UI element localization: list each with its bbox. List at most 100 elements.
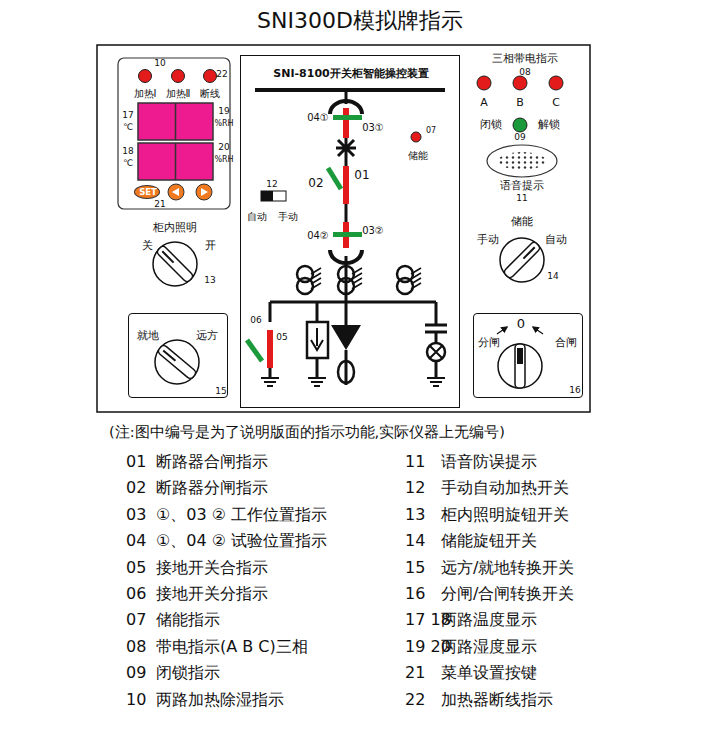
phase-leds: [477, 76, 563, 132]
legend-text: 储能指示: [156, 612, 220, 630]
callout-label: 储能: [511, 216, 533, 228]
callout-label: 语音提示: [500, 180, 544, 192]
legend-number: 14: [405, 532, 425, 550]
callout-label: 12: [266, 180, 277, 190]
callout-label: %RH: [214, 156, 233, 165]
heater-leds: [139, 70, 217, 83]
remote-local-knob: [155, 340, 199, 384]
legend-text: 带电指示(A B C)三相: [156, 638, 308, 656]
callout-label: 三相带电指示: [492, 53, 558, 65]
outer-frame: [97, 45, 590, 412]
legend-text: 闭锁指示: [156, 664, 220, 682]
single-line-diagram: [247, 90, 447, 386]
callout-label: 手动: [278, 211, 298, 222]
callout-label: 17: [122, 111, 133, 121]
legend-text: ①、03 ② 工作位置指示: [156, 506, 327, 524]
speaker: [487, 145, 557, 177]
open-close-knob: [497, 327, 543, 388]
callout-label: 07: [426, 127, 436, 136]
callout-label: 08: [519, 68, 530, 78]
legend-number: 11: [405, 453, 425, 471]
callout-label: 04②: [307, 230, 329, 241]
callout-label: 06: [250, 316, 261, 326]
legend-text: 断路器合闸指示: [156, 453, 268, 471]
mimic-panel: SNI-8100开关柜智能操控装置: [240, 55, 460, 408]
legend-text: 断路器分闸指示: [156, 480, 268, 498]
callout-label: 自动: [247, 211, 267, 222]
callout-label: 22: [216, 70, 227, 80]
legend-number: 22: [405, 691, 425, 709]
callout-label: 05: [276, 333, 287, 343]
callout-label: 03①: [362, 122, 384, 133]
legend-number: 10: [126, 691, 146, 709]
legend-text: 语音防误提示: [441, 453, 537, 471]
callout-label: 自动: [545, 234, 567, 246]
callout-label: 09: [514, 133, 525, 143]
legend-number: 21: [405, 664, 425, 682]
legend-text: 分闸/合闸转换开关: [441, 585, 574, 603]
legend-text: ①、04 ② 试验位置指示: [156, 532, 327, 550]
callout-label: 柜内照明: [153, 222, 197, 234]
callout-label: 闭锁: [480, 119, 502, 131]
set-button: SET: [134, 185, 160, 199]
legend-text: 柜内照明旋钮开关: [441, 506, 569, 524]
legend-text: 远方/就地转换开关: [441, 559, 574, 577]
switch-box: 0 分闸 合闸 16: [473, 313, 583, 398]
legend-text: 加热器断线指示: [441, 691, 553, 709]
callout-label: 解锁: [538, 119, 560, 131]
callout-label: 01: [354, 169, 369, 182]
callout-label: 20: [218, 143, 229, 153]
callout-label: 关: [142, 240, 153, 252]
legend-text: 菜单设置按键: [441, 664, 537, 682]
callout-label: ℃: [123, 159, 133, 169]
node-label: 15: [215, 387, 226, 397]
heater-module: [118, 58, 230, 209]
callout-label: 21: [154, 200, 165, 210]
legend-number: 09: [126, 664, 146, 682]
legend-number: 06: [126, 585, 146, 603]
callout-label: 03②: [362, 225, 384, 236]
legend-text: 手动自动加热开关: [441, 480, 569, 498]
legend-text: 两路温度显示: [441, 612, 537, 630]
callout-label: 18: [122, 147, 133, 157]
callout-label: B: [516, 97, 524, 109]
legend-number: 01: [126, 453, 146, 471]
callout-label: 19: [218, 107, 229, 117]
legend-number: 13: [405, 506, 425, 524]
node-text: SET: [139, 188, 157, 197]
legend-number: 12: [405, 480, 425, 498]
callout-label: 04①: [307, 112, 329, 123]
callout-label: 10: [154, 59, 165, 69]
legend-number: 02: [126, 480, 146, 498]
display: [138, 103, 213, 180]
title: SNI300D模拟牌指示: [257, 9, 463, 33]
node-text: 就地: [137, 330, 159, 342]
legend-text: 接地开关分指示: [156, 585, 268, 603]
node-label: 合闸: [555, 337, 577, 349]
callout-label: ℃: [123, 123, 133, 133]
node-text: 0: [517, 317, 525, 331]
node-label: 16: [569, 386, 580, 396]
node-label: 分闸: [478, 337, 500, 349]
legend-number: 16: [405, 585, 425, 603]
legend-text: 储能旋钮开关: [441, 532, 537, 550]
callout-label: C: [552, 97, 560, 109]
callout-label: 开: [205, 240, 216, 252]
legend-text: 两路加热除湿指示: [156, 691, 284, 709]
legend-number: 04: [126, 532, 146, 550]
legend-number: 08: [126, 638, 146, 656]
switch-box: 就地 远方 15: [128, 313, 228, 398]
callout-label: A: [480, 97, 488, 109]
legend-text: 接地开关合指示: [156, 559, 268, 577]
energy-knob: [500, 238, 544, 282]
legend-number: 05: [126, 559, 146, 577]
callout-label: 14: [547, 272, 558, 282]
lighting-knob: [153, 242, 197, 286]
legend-number: 15: [405, 559, 425, 577]
callout-label: %RH: [214, 120, 233, 129]
node-text: SNI-8100开关柜智能操控装置: [273, 68, 428, 80]
legend-number: 03: [126, 506, 146, 524]
callout-label: 加热Ⅰ: [134, 88, 157, 99]
node-label: 远方: [196, 330, 218, 342]
